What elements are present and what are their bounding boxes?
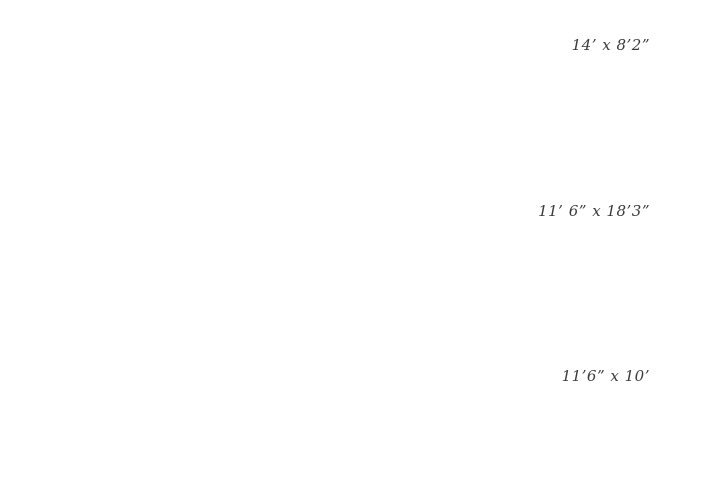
room-dimension-label-1: 14’ x 8’2” [571,36,650,54]
room-dimension-label-3: 11’6” x 10’ [561,367,650,385]
room-dimension-label-2: 11’ 6” x 18’3” [538,202,650,220]
